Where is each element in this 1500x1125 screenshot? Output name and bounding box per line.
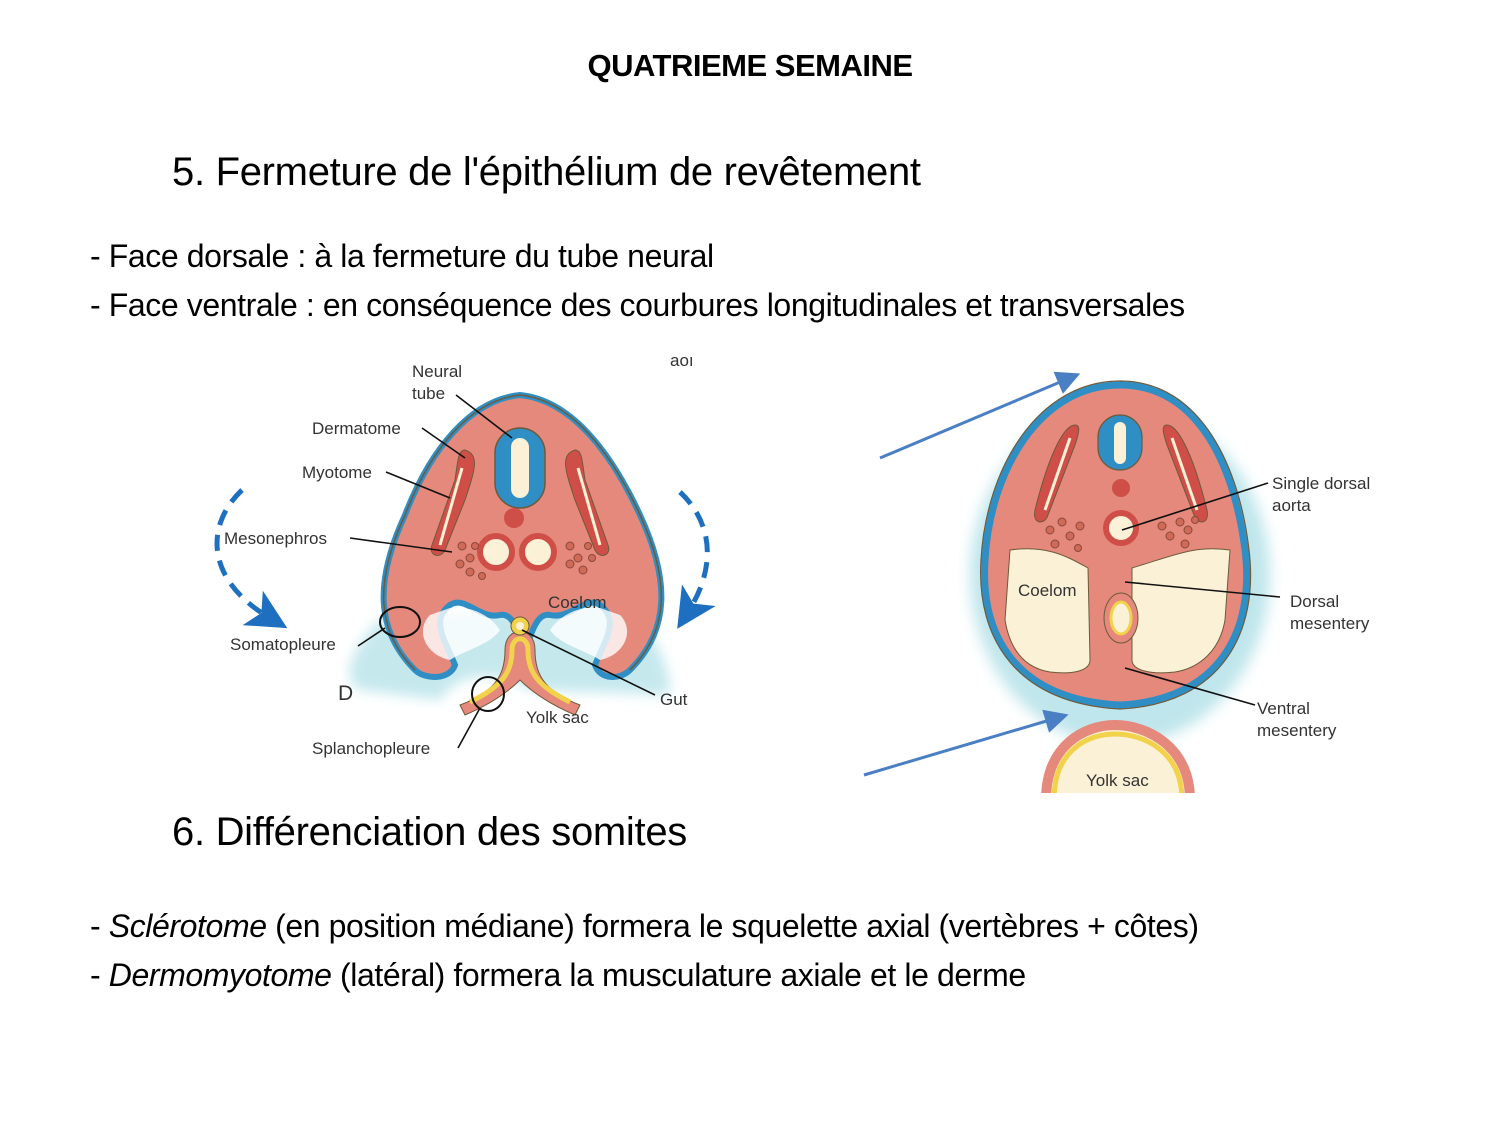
section-6-heading: 6. Différenciation des somites (172, 810, 687, 854)
slide-title: QUATRIEME SEMAINE (587, 48, 913, 83)
folding-arrow-right (677, 490, 716, 629)
label-neural: Neural (412, 362, 462, 381)
bullet-dash: - (90, 908, 109, 944)
label-yolk-sac: Yolk sac (526, 708, 589, 727)
label-dorsal-mesentery: mesentery (1290, 614, 1370, 633)
label-single-dorsal: Single dorsal (1272, 474, 1370, 493)
panel-letter: D (338, 682, 353, 705)
label-yolk-sac-right: Yolk sac (1086, 771, 1149, 790)
label-coelom: Coelom (548, 593, 607, 612)
label-somatopleure: Somatopleure (230, 635, 336, 654)
embryo-closed-cross-section-diagram: Single dorsal aorta Coelom Dorsal mesent… (863, 371, 1370, 800)
label-myotome: Myotome (302, 463, 372, 482)
label-aorta: aorta (1272, 496, 1311, 515)
pointer-arrow-dorsal (879, 371, 1081, 460)
section-5-heading: 5. Fermeture de l'épithélium de revêteme… (172, 150, 921, 194)
label-ventral: Ventral (1257, 699, 1310, 718)
label-mesonephros: Mesonephros (224, 529, 327, 548)
bullet-text: (latéral) formera la musculature axiale … (331, 957, 1026, 993)
label-dermatome: Dermatome (312, 419, 401, 438)
bullet-face-ventrale: - Face ventrale : en conséquence des cou… (90, 287, 1185, 323)
bullet-face-dorsale: - Face dorsale : à la fermeture du tube … (90, 238, 714, 274)
bullet-text: (en position médiane) formera le squelet… (266, 908, 1199, 944)
label-dorsal: Dorsal (1290, 592, 1339, 611)
embryo-cross-section-folding-diagram: Neural tube Dermatome Myotome Mesonephro… (214, 351, 716, 758)
bullet-sclerotome: - Sclérotome (en position médiane) forme… (90, 908, 1199, 945)
label-ventral-mesentery: mesentery (1257, 721, 1337, 740)
label-coelom-right: Coelom (1018, 581, 1077, 600)
label-tube: tube (412, 384, 445, 403)
label-splanchnopleure: Splanchopleure (312, 739, 430, 758)
coelom (1004, 548, 1091, 674)
bullet-dash: - (90, 957, 109, 993)
bullet-dermomyotome: - Dermomyotome (latéral) formera la musc… (90, 957, 1026, 994)
pointer-arrow-ventral (863, 709, 1069, 777)
label-gut: Gut (660, 690, 688, 709)
label-cut-text: aoı (670, 351, 694, 370)
term-sclerotome: Sclérotome (108, 908, 267, 944)
folding-arrow-left (214, 488, 288, 629)
term-dermomyotome: Dermomyotome (108, 957, 332, 993)
